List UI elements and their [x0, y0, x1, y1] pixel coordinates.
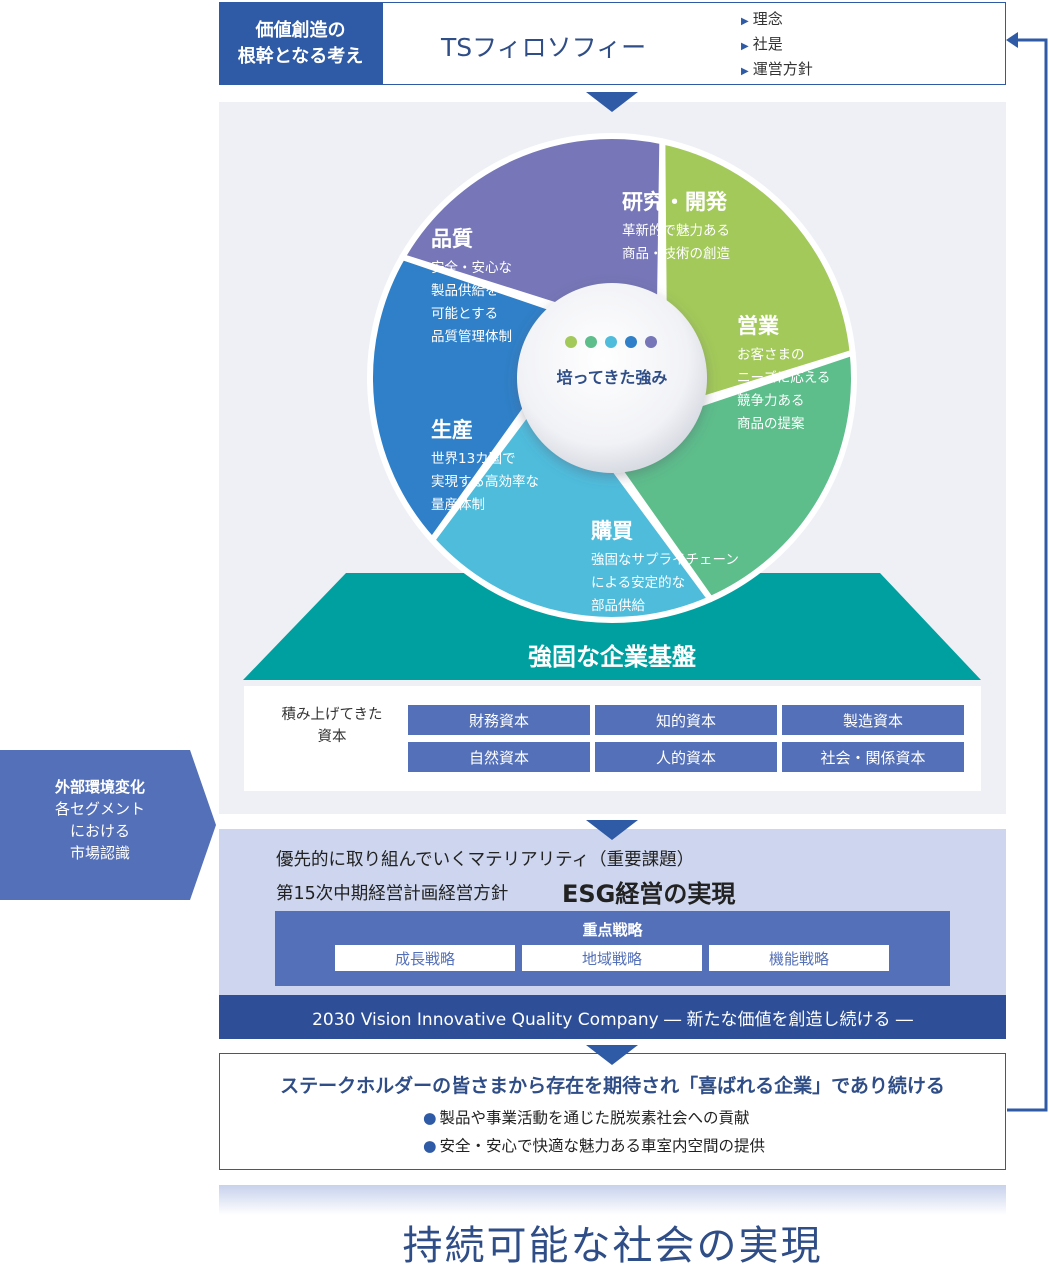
segment-production: 生産 世界13カ国で 実現する高効率な 量産体制 — [431, 414, 539, 517]
capital-box — [244, 686, 981, 791]
segment-desc: 世界13カ国で 実現する高効率な 量産体制 — [431, 451, 539, 513]
stakeholder-box — [219, 1053, 1006, 1170]
triangle-bullet-icon: ▶ — [741, 66, 749, 77]
hub-dot-icon — [605, 336, 617, 348]
capital-intellectual: 知的資本 — [595, 705, 777, 735]
segment-title: 品質 — [431, 227, 473, 251]
segment-sales-slice — [594, 349, 857, 603]
hub-dot-icon — [625, 336, 637, 348]
bullet-icon: ● — [423, 1109, 437, 1127]
vision-bar: 2030 Vision Innovative Quality Company ―… — [219, 995, 1006, 1039]
segment-rd: 研究・開発 革新的で魅力ある 商品・技術の創造 — [622, 186, 730, 266]
capital-label: 積み上げてきた 資本 — [281, 707, 383, 745]
feedback-loop-arrow — [1006, 32, 1048, 1112]
hub-dot-icon — [645, 336, 657, 348]
triangle-bullet-icon: ▶ — [741, 41, 749, 52]
strategy-title: 重点戦略 — [582, 921, 643, 939]
external-factor-text: 外部環境変化 各セグメント における 市場認識 — [54, 778, 145, 862]
philosophy-label-line2: 根幹となる考え — [237, 45, 364, 67]
capital-manufactured: 製造資本 — [782, 705, 964, 735]
segment-desc: お客さまの ニーズに応える 競争力ある 商品の提案 — [737, 347, 831, 432]
bullet-icon: ● — [423, 1137, 437, 1155]
wheel-center-label: 培ってきた強み — [556, 368, 668, 387]
philosophy-label-line1: 価値創造の — [255, 19, 346, 41]
hub-dot-icon — [585, 336, 597, 348]
capital-natural: 自然資本 — [408, 742, 590, 772]
strategy-growth: 成長戦略 — [335, 945, 515, 971]
strategy-functional: 機能戦略 — [709, 945, 889, 971]
stakeholder-title: ステークホルダーの皆さまから存在を期待され「喜ばれる企業」であり続ける — [280, 1075, 945, 1097]
down-arrow-icon — [586, 820, 638, 840]
hub-dot-icon — [565, 336, 577, 348]
philosophy-label: 価値創造の 根幹となる考え — [219, 2, 382, 85]
arrow-head-icon — [1006, 32, 1018, 48]
segment-title: 購買 — [591, 519, 633, 543]
foundation-trapezoid — [243, 573, 981, 680]
capital-financial: 財務資本 — [408, 705, 590, 735]
esg-heading: ESG経営の実現 — [562, 880, 736, 908]
bottom-fade — [219, 1185, 1006, 1215]
external-factor-arrow — [0, 750, 216, 900]
stakeholder-item: ●安全・安心で快適な魅力ある車室内空間の提供 — [423, 1137, 766, 1155]
philosophy-box — [382, 2, 1006, 85]
management-policy: 第15次中期経営計画経営方針 — [276, 884, 509, 904]
philosophy-item: ▶運営方針 — [741, 60, 813, 78]
segment-rd-slice — [659, 138, 856, 414]
segment-desc: 革新的で魅力ある 商品・技術の創造 — [622, 223, 730, 262]
segment-desc: 安全・安心な 製品供給を 可能とする 品質管理体制 — [431, 260, 512, 345]
segment-purchasing-slice — [429, 379, 714, 623]
segment-title: 研究・開発 — [622, 190, 727, 214]
stakeholder-item: ●製品や事業活動を通じた脱炭素社会への貢献 — [423, 1109, 750, 1127]
capital-social: 社会・関係資本 — [782, 742, 964, 772]
philosophy-title: TSフィロソフィー — [441, 33, 647, 62]
down-arrow-icon — [586, 92, 638, 112]
down-arrow-icon — [586, 1045, 638, 1065]
materiality-title: 優先的に取り組んでいくマテリアリティ（重要課題） — [276, 850, 695, 870]
philosophy-item: ▶社是 — [741, 35, 783, 53]
segment-quality: 品質 安全・安心な 製品供給を 可能とする 品質管理体制 — [431, 223, 512, 349]
triangle-bullet-icon: ▶ — [741, 16, 749, 27]
segment-purchasing: 購買 強固なサプライチェーン による安定的な 部品供給 — [591, 515, 739, 618]
segment-title: 営業 — [737, 314, 779, 338]
capital-human: 人的資本 — [595, 742, 777, 772]
segment-sales: 営業 お客さまの ニーズに応える 競争力ある 商品の提案 — [737, 310, 830, 436]
segment-desc: 強固なサプライチェーン による安定的な 部品供給 — [591, 552, 739, 614]
strengths-wheel — [367, 133, 857, 623]
foundation-title: 強固な企業基盤 — [528, 643, 696, 671]
wheel-hub — [517, 283, 707, 473]
philosophy-item: ▶理念 — [741, 10, 783, 28]
strategy-regional: 地域戦略 — [522, 945, 702, 971]
segment-title: 生産 — [431, 418, 473, 442]
sustainable-society-title: 持続可能な社会の実現 — [402, 1223, 823, 1269]
